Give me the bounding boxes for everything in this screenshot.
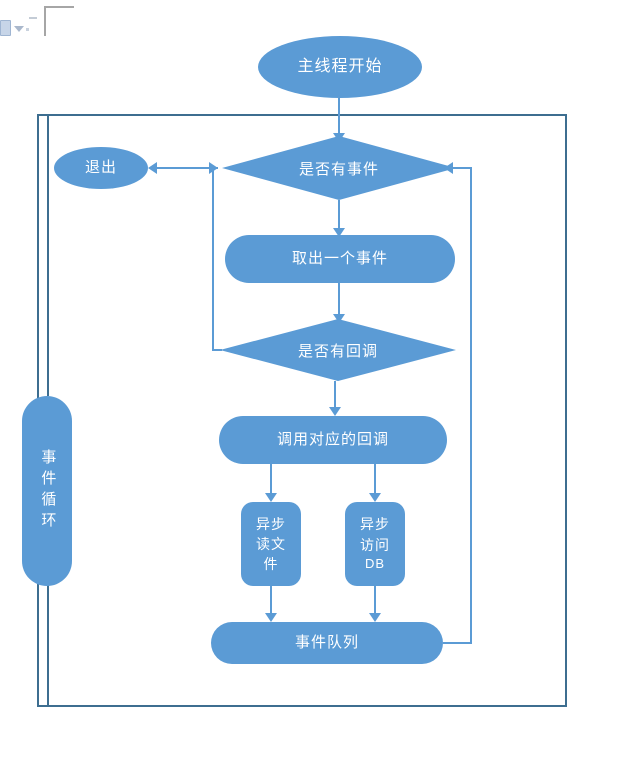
arrow-has-callback-to-invoke	[329, 407, 341, 416]
arrow-async-file-to-queue	[265, 613, 277, 622]
node-async-access-db[interactable]: 异步 访问 DB	[345, 502, 405, 586]
chrome-tick-icon	[29, 17, 37, 19]
connector-exit-bidirectional	[156, 167, 218, 169]
node-event-queue[interactable]: 事件队列	[211, 622, 443, 664]
connector-invoke-to-async-file	[270, 464, 272, 496]
node-async-access-db-line-3: DB	[364, 555, 386, 571]
connector-take-event-to-has-callback	[338, 283, 340, 319]
diamond-shape-icon	[222, 136, 456, 200]
diamond-shape-icon	[220, 319, 456, 381]
node-event-loop-label[interactable]: 事件循环	[22, 396, 72, 586]
node-event-queue-label: 事件队列	[294, 633, 359, 651]
node-exit[interactable]: 退出	[54, 147, 148, 189]
connector-has-callback-left-exit	[212, 349, 222, 351]
node-take-one-event-label: 取出一个事件	[291, 249, 388, 267]
connector-event-loop-bottom-stem	[47, 585, 49, 707]
node-async-read-file[interactable]: 异步 读文 件	[241, 502, 301, 586]
node-invoke-callback[interactable]: 调用对应的回调	[219, 416, 447, 464]
node-async-read-file-line-3: 件	[263, 556, 279, 573]
connector-right-loop-riser	[470, 168, 472, 644]
node-decision-has-callback[interactable]: 是否有回调	[220, 319, 456, 381]
node-decision-has-event-label: 是否有事件	[298, 160, 379, 178]
connector-async-db-to-queue	[374, 586, 376, 617]
connector-has-callback-to-invoke	[334, 381, 336, 411]
node-main-thread-start[interactable]: 主线程开始	[258, 36, 422, 98]
node-async-access-db-line-1: 异步	[360, 516, 390, 533]
connector-invoke-to-async-db	[374, 464, 376, 496]
node-async-read-file-line-1: 异步	[256, 515, 286, 532]
connector-right-loop-into-has-event	[452, 167, 472, 169]
chrome-dot-icon	[26, 28, 29, 31]
connector-event-loop-top-stem	[47, 116, 49, 396]
arrow-has-event-to-take-event	[333, 228, 345, 237]
event-loop-container	[37, 114, 567, 707]
node-event-loop-label-text: 事件循环	[39, 449, 57, 533]
connector-has-event-to-take-event	[338, 200, 340, 232]
node-async-read-file-line-2: 读文	[256, 535, 286, 552]
arrow-right-loop-into-has-event	[444, 162, 453, 174]
arrow-async-db-to-queue	[369, 613, 381, 622]
node-take-one-event[interactable]: 取出一个事件	[225, 235, 455, 283]
node-decision-has-event[interactable]: 是否有事件	[222, 136, 456, 200]
node-exit-label: 退出	[84, 158, 117, 176]
dropdown-caret-icon[interactable]	[14, 26, 24, 32]
connector-start-to-has-event	[338, 98, 340, 136]
arrow-to-exit	[148, 162, 157, 174]
arrow-invoke-to-async-db	[369, 493, 381, 502]
arrow-invoke-to-async-file	[265, 493, 277, 502]
connector-loop-to-exit-riser	[212, 167, 214, 351]
connector-queue-to-right-riser	[443, 642, 472, 644]
node-decision-has-callback-label: 是否有回调	[297, 342, 378, 360]
arrow-take-event-to-has-callback	[333, 314, 345, 323]
node-async-access-db-line-2: 访问	[360, 536, 390, 553]
connector-async-file-to-queue	[270, 586, 272, 617]
document-badge-icon	[0, 20, 11, 36]
node-invoke-callback-label: 调用对应的回调	[276, 430, 389, 448]
page-corner-marker	[44, 6, 74, 36]
node-main-thread-start-label: 主线程开始	[297, 58, 383, 75]
